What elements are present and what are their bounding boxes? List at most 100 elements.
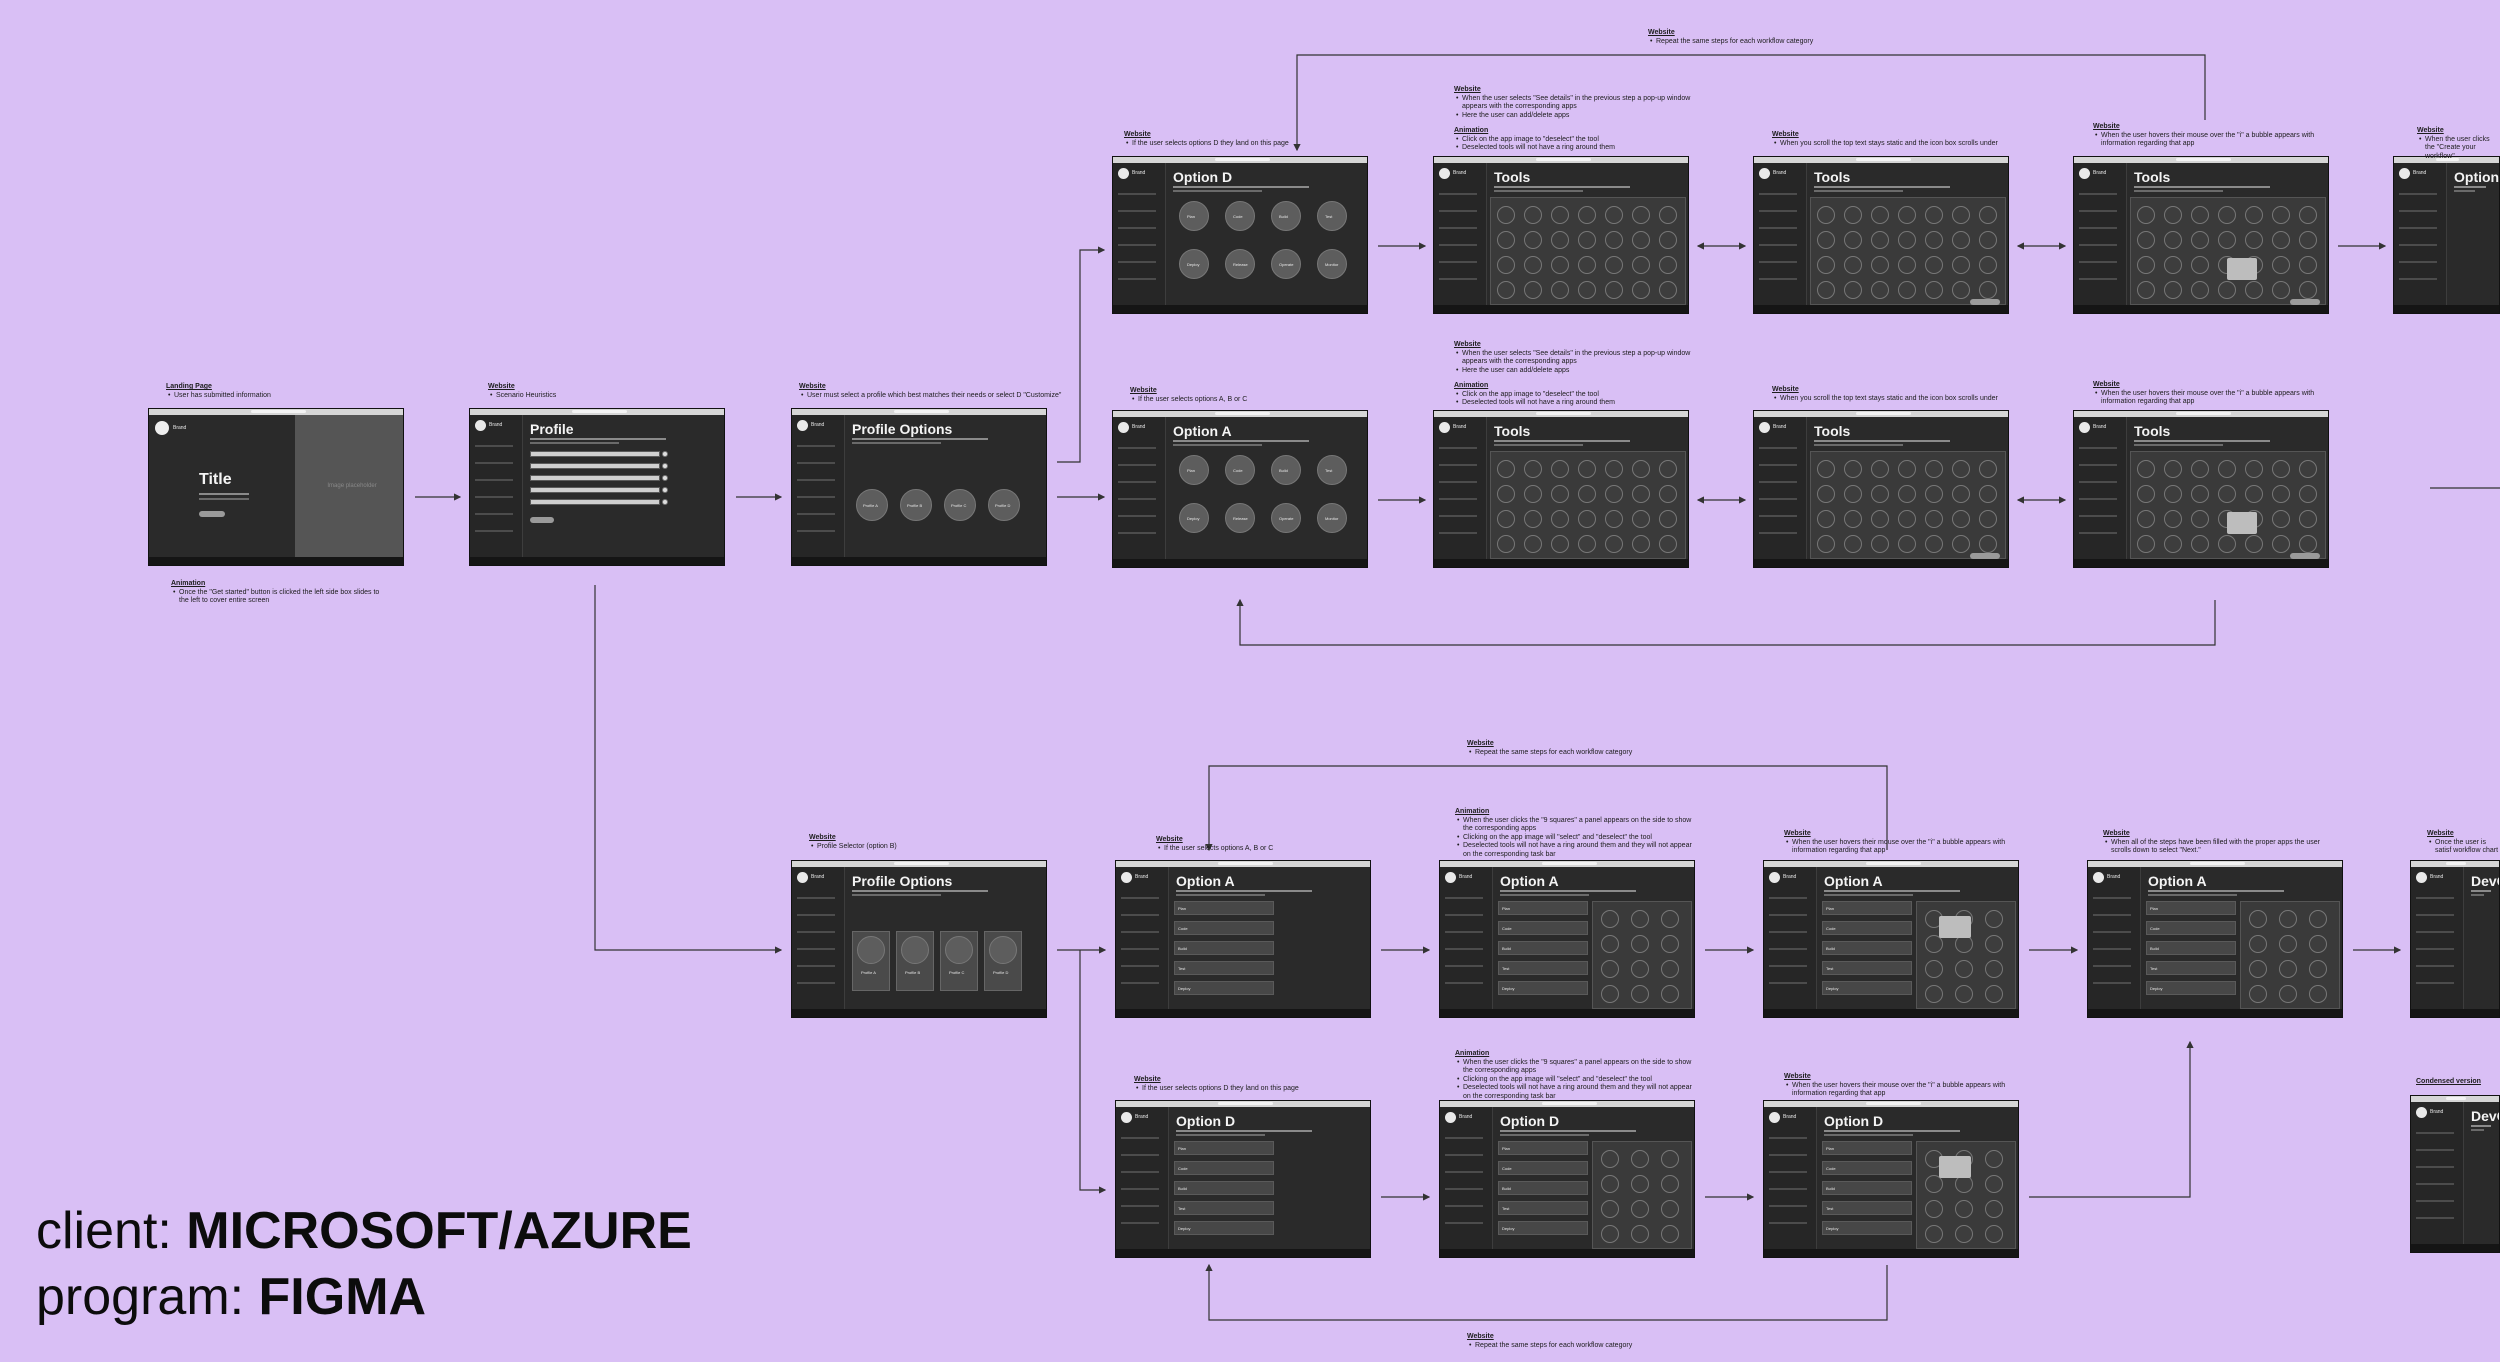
app-icon: [1497, 256, 1515, 274]
task-row: Code: [1174, 921, 1274, 935]
app-icon: [1578, 281, 1596, 299]
avatar: [1759, 168, 1770, 179]
avatar: [2416, 872, 2427, 883]
app-icon: [1632, 281, 1650, 299]
app-icon: [1817, 206, 1835, 224]
annotation-item: User has submitted information: [166, 392, 316, 401]
screen-title: Option A: [1173, 423, 1232, 439]
app-icon: [1898, 281, 1916, 299]
footer-bar: [1116, 1249, 1370, 1257]
app-icon: [2191, 460, 2209, 478]
subtitle-line: [1173, 186, 1309, 188]
screen-title: Option A: [2148, 873, 2207, 889]
footer-bar: [1116, 1009, 1370, 1017]
app-icon: [2137, 281, 2155, 299]
subtitle-line: [1824, 890, 1960, 892]
nav-item: [475, 513, 513, 515]
annotation-heading: Animation: [1454, 127, 1489, 134]
nav-item: [1445, 982, 1483, 984]
app-icon: [1659, 535, 1677, 553]
screen-devops-2[interactable]: BrandDevOp: [2410, 1095, 2500, 1253]
app-icon: [1844, 231, 1862, 249]
task-row: Test: [1822, 961, 1912, 975]
nav-item: [1769, 914, 1807, 916]
nav-item: [1118, 447, 1156, 449]
browser-bar: [1116, 1101, 1370, 1107]
screen-main: Title: [153, 415, 399, 557]
avatar: [1445, 1112, 1456, 1123]
app-icon: [1524, 535, 1542, 553]
annotation-item: When all of the steps have been filled w…: [2103, 839, 2333, 856]
nav-item: [2079, 447, 2117, 449]
screen-title: Option D: [1173, 169, 1233, 185]
app-icon: [1979, 256, 1997, 274]
app-icon: [1979, 460, 1997, 478]
info-bubble: [1939, 916, 1971, 938]
annotation-tools-6: WebsiteWhen the user hovers their mouse …: [2093, 381, 2343, 407]
annotation-landing: Landing PageUser has submitted informati…: [166, 383, 316, 400]
nav-item: [797, 496, 835, 498]
annotation-item: If the user selects options D they land …: [1134, 1085, 1354, 1094]
nav-item: [797, 982, 835, 984]
category-label: Build: [1279, 468, 1288, 473]
avatar: [797, 420, 808, 431]
task-row-label: Build: [1826, 1186, 1835, 1191]
app-icon: [2191, 510, 2209, 528]
app-icon: [1817, 485, 1835, 503]
browser-bar: [1434, 157, 1688, 163]
annotation-heading: Website: [2427, 830, 2454, 837]
annotation-item: If the user selects options A, B or C: [1156, 845, 1356, 854]
annotation-heading: Landing Page: [166, 383, 212, 390]
nav-item: [2079, 278, 2117, 280]
form-field: [530, 463, 660, 469]
app-icon: [2309, 960, 2327, 978]
task-row-label: Plan: [1826, 1146, 1835, 1151]
browser-bar: [1754, 411, 2008, 417]
nav-item: [475, 530, 513, 532]
task-row-label: Plan: [1178, 906, 1187, 911]
annotation-tools-2: WebsiteWhen you scroll the top text stay…: [1772, 131, 2022, 148]
screen-landing[interactable]: BrandTitleBrandImage placeholder: [148, 408, 404, 566]
brand-label: Brand: [1783, 1114, 1797, 1120]
subtitle-line: [852, 442, 942, 444]
app-icon: [1551, 460, 1569, 478]
task-row-label: Test: [1178, 966, 1186, 971]
app-icon: [1661, 960, 1679, 978]
sidebar: Brand: [1113, 417, 1166, 559]
screen-devops-1[interactable]: BrandDevOp: [2410, 860, 2500, 1018]
app-icon: [1871, 485, 1889, 503]
app-icon: [1661, 1175, 1679, 1193]
profile-card: Profile C: [940, 931, 978, 991]
app-icon: [1844, 256, 1862, 274]
annotation-item: Clicking on the app image will "select" …: [1455, 1076, 1700, 1085]
task-row: Test: [1498, 1201, 1588, 1215]
app-icon: [1871, 510, 1889, 528]
annotation-heading: Website: [1772, 386, 1799, 393]
avatar: [1121, 1112, 1132, 1123]
browser-bar: [1764, 861, 2018, 867]
footer-bar: [2411, 1244, 2499, 1252]
annotation-item: If the user selects options D they land …: [1124, 140, 1344, 149]
profile-circle: Profile A: [856, 489, 888, 521]
screen-main: DevOp: [2467, 867, 2499, 1009]
